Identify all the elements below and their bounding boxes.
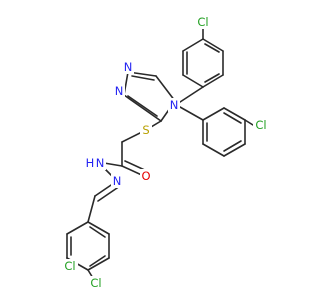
bond-line	[87, 195, 96, 223]
atom-label-amide-n: N	[94, 156, 106, 170]
bond-line	[155, 75, 176, 102]
bond-line	[202, 74, 224, 88]
bond-lines	[66, 28, 254, 284]
atom-label-triazole-n4: N	[168, 98, 180, 112]
bond-line	[87, 221, 110, 235]
bond-line	[182, 38, 204, 52]
bond-line	[204, 73, 220, 83]
svg-text:N: N	[113, 174, 122, 188]
atom-label-amide-h: H	[85, 156, 96, 170]
atom-label-sulfur: S	[140, 123, 152, 137]
svg-text:O: O	[141, 169, 150, 183]
bond-line	[179, 106, 204, 121]
svg-text:H: H	[86, 156, 95, 170]
bond-line	[204, 43, 220, 53]
atom-label-imine-n: N	[111, 174, 123, 188]
bond-line	[127, 95, 158, 117]
svg-text:Cl: Cl	[255, 118, 266, 132]
atom-label-cl-bottom-left: Cl	[62, 259, 78, 273]
bond-line	[89, 255, 106, 267]
bond-line	[182, 74, 204, 88]
bond-line	[89, 226, 106, 238]
bond-line	[97, 185, 121, 202]
bond-line	[87, 257, 110, 271]
svg-text:Cl: Cl	[197, 15, 208, 29]
bond-line	[123, 94, 162, 122]
svg-text:N: N	[96, 156, 105, 170]
svg-text:Cl: Cl	[90, 276, 101, 290]
bond-line	[131, 75, 155, 81]
svg-text:N: N	[124, 60, 133, 74]
bond-line	[223, 112, 242, 124]
bond-line	[223, 140, 242, 152]
bond-line	[244, 119, 254, 126]
svg-text:Cl: Cl	[64, 259, 75, 273]
atom-label-triazole-n2: N	[122, 60, 134, 74]
bond-line	[202, 107, 225, 121]
svg-text:S: S	[142, 123, 149, 137]
atom-label-cl-right: Cl	[253, 118, 269, 132]
atom-labels: Cl Cl Cl Cl N N N S	[62, 15, 269, 290]
bond-line	[103, 162, 123, 167]
atom-label-triazole-n1: N	[113, 84, 125, 98]
atom-label-cl-bottom-right: Cl	[88, 276, 104, 290]
chemical-structure-diagram: Cl Cl Cl Cl N N N S	[62, 15, 269, 290]
svg-text:N: N	[170, 98, 179, 112]
bond-line	[223, 143, 246, 157]
bond-line	[202, 38, 224, 52]
bond-line	[66, 221, 89, 235]
svg-text:N: N	[115, 84, 124, 98]
bond-line	[223, 107, 246, 121]
atom-label-cl-top: Cl	[195, 15, 211, 29]
bond-line	[202, 143, 225, 157]
bond-line	[176, 86, 204, 105]
atom-label-oxygen: O	[140, 169, 152, 183]
